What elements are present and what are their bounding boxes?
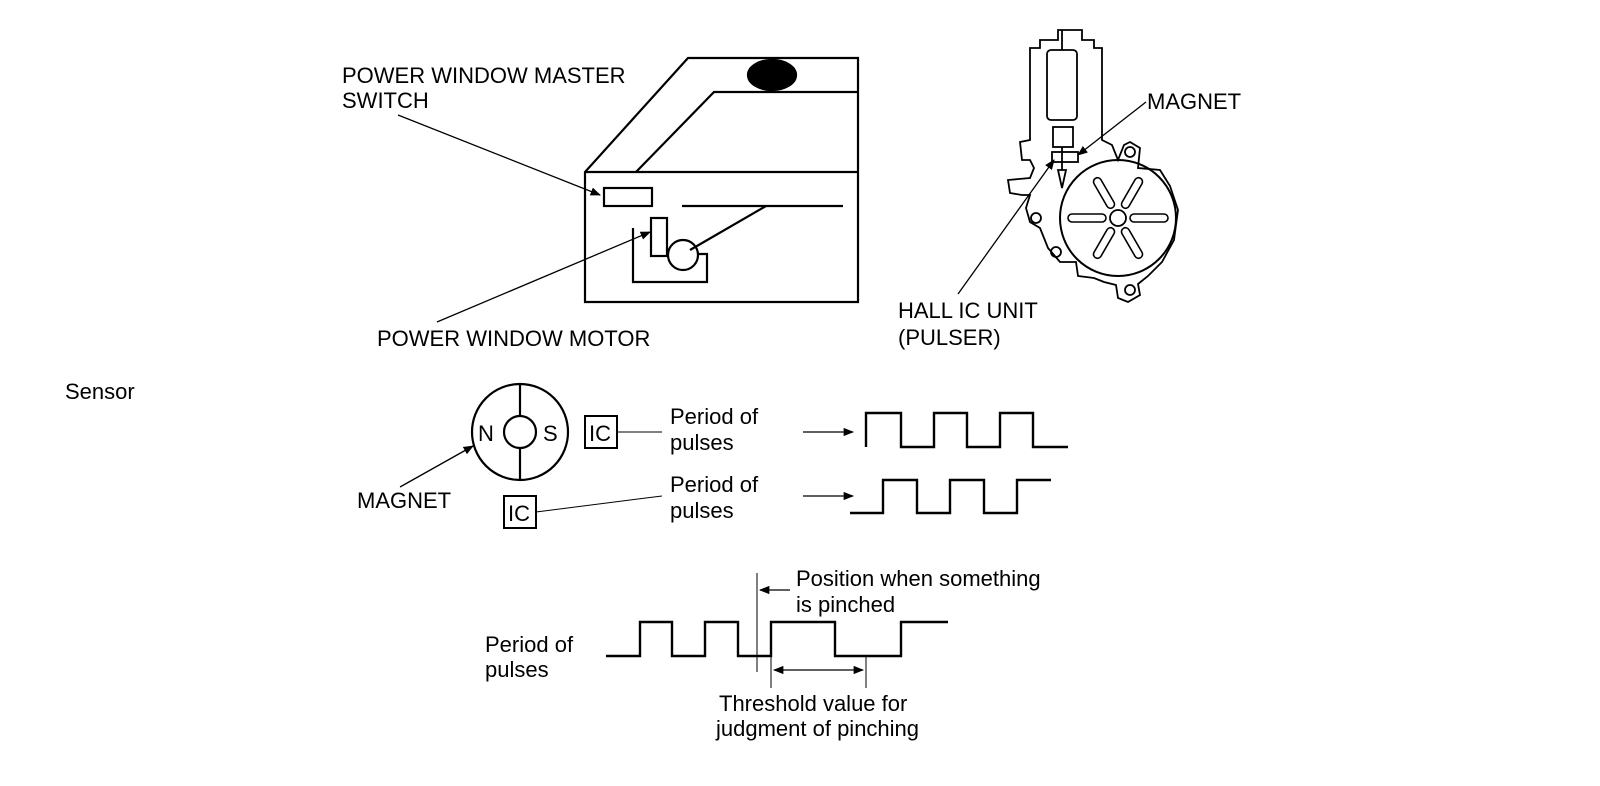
magnet-bottom-leader — [399, 445, 474, 488]
threshold-label-line1: Threshold value for — [719, 691, 907, 716]
master-switch-label-line2: SWITCH — [342, 88, 429, 113]
pole-n-label: N — [478, 421, 494, 446]
master-switch-label-line1: POWER WINDOW MASTER — [342, 63, 626, 88]
motor-illustration — [1006, 29, 1179, 303]
hall-ic-leader — [957, 159, 1055, 295]
threshold-label-line2: judgment of pinching — [715, 716, 919, 741]
motor-gear — [1059, 159, 1177, 277]
period-2-label-line2: pulses — [670, 498, 734, 523]
period-3-label-line2: pulses — [485, 657, 549, 682]
window-motor-label: POWER WINDOW MOTOR — [377, 326, 650, 351]
hall-ic-label-line1: HALL IC UNIT — [898, 298, 1038, 323]
motor-bracket — [649, 216, 669, 258]
motor-armature — [1046, 49, 1078, 121]
master-switch-leader — [397, 114, 601, 196]
pole-s-label: S — [543, 421, 558, 446]
pulse-train-1 — [864, 411, 1068, 449]
pinch-label-line1: Position when something — [796, 566, 1041, 591]
motor-pulley — [666, 238, 700, 272]
pulse-train-pinch — [606, 620, 948, 658]
ic-2-leader — [535, 495, 663, 513]
master-switch-box — [602, 186, 654, 208]
magnet-top-label: MAGNET — [1147, 89, 1241, 114]
pulse-train-2 — [850, 478, 1051, 515]
ic-box-1-label: IC — [589, 421, 611, 446]
hall-ic-label-line2: (PULSER) — [898, 325, 1001, 350]
magnet-top-leader — [1077, 101, 1147, 156]
magnet-disc — [470, 382, 570, 482]
period-3-label-line1: Period of — [485, 632, 574, 657]
period-1-label-line1: Period of — [670, 404, 759, 429]
pinch-label-line2: is pinched — [796, 592, 895, 617]
magnet-bottom-label: MAGNET — [357, 488, 451, 513]
ic-box-2-label: IC — [508, 501, 530, 526]
sensor-label: Sensor — [65, 379, 135, 404]
door-illustration — [583, 56, 860, 304]
period-2-label-line1: Period of — [670, 472, 759, 497]
side-mirror — [746, 58, 798, 92]
period-1-label-line2: pulses — [670, 430, 734, 455]
window-motor-leader — [436, 231, 651, 323]
